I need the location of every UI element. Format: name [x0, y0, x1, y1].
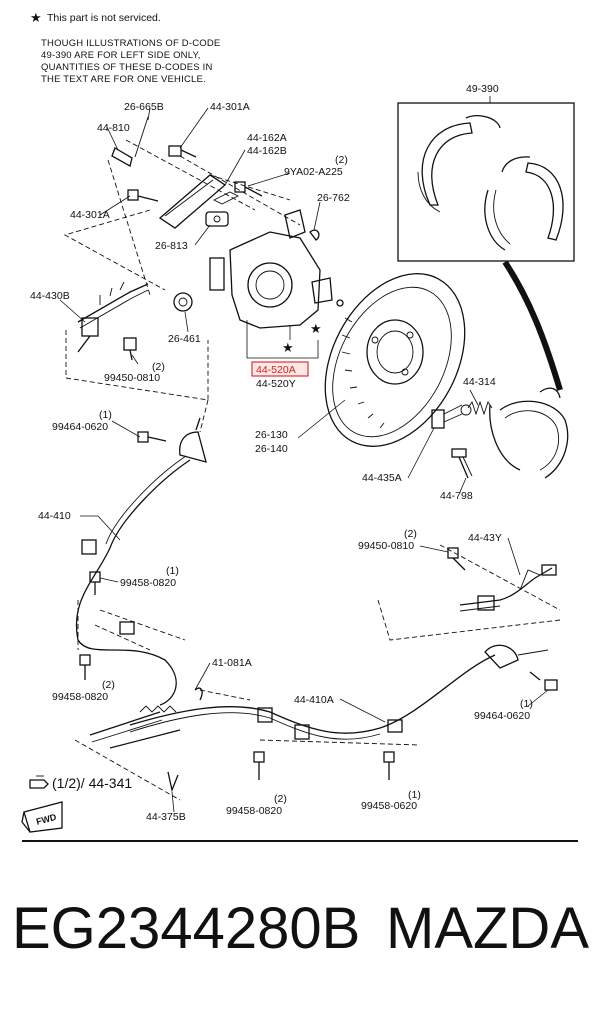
qty-99464-a: (1)	[99, 409, 112, 421]
qty-99458-d: (1)	[408, 789, 421, 801]
label-44-520A[interactable]: 44-520A	[256, 364, 296, 376]
cable-end-44-430B	[77, 281, 149, 361]
label-44-520Y[interactable]: 44-520Y	[256, 378, 296, 390]
label-26-140[interactable]: 26-140	[255, 443, 288, 455]
diagram-bottom-rule	[22, 840, 578, 842]
qty-99450-b: (2)	[404, 528, 417, 540]
backing-plate	[324, 273, 466, 447]
label-44-162A[interactable]: 44-162A	[247, 132, 287, 144]
reference-hand-icon	[29, 775, 49, 789]
qty-99458-b: (2)	[102, 679, 115, 691]
star-icon-b: ★	[310, 321, 322, 336]
part-number: EG2344280B	[12, 896, 361, 961]
star-icon-a: ★	[282, 340, 294, 355]
qty-99464-b: (1)	[520, 698, 533, 710]
highlight-box	[251, 361, 309, 377]
label-99458-0820-b[interactable]: 99458-0820	[52, 691, 108, 703]
note-line-1: THOUGH ILLUSTRATIONS OF D-CODE	[41, 38, 220, 49]
label-99464-0620-b[interactable]: 99464-0620	[474, 710, 530, 722]
qty-9ya02: (2)	[335, 154, 348, 166]
adjuster	[431, 404, 472, 429]
leader-lines	[59, 107, 549, 813]
parts-diagram: ★ This part is not serviced. THOUGH ILLU…	[21, 10, 575, 833]
label-44-375B[interactable]: 44-375B	[146, 811, 186, 823]
label-99450-0810-b[interactable]: 99450-0810	[358, 540, 414, 552]
label-99458-0620-d[interactable]: 99458-0620	[361, 800, 417, 812]
label-49-390[interactable]: 49-390	[466, 83, 499, 95]
brake-shoe-box	[397, 102, 575, 262]
bolts-top	[111, 116, 320, 241]
label-26-813[interactable]: 26-813	[155, 240, 188, 252]
label-26-461[interactable]: 26-461	[168, 333, 201, 345]
reference-link[interactable]: (1/2)/ 44-341	[52, 775, 132, 791]
brand-name: MAZDA	[386, 896, 589, 961]
fwd-label: FWD	[35, 812, 58, 827]
cable-44-43Y	[447, 547, 557, 612]
label-44-162B[interactable]: 44-162B	[247, 145, 287, 157]
not-serviced-note: This part is not serviced.	[47, 12, 161, 24]
qty-99450-a: (2)	[152, 361, 165, 373]
label-44-410[interactable]: 44-410	[38, 510, 71, 522]
label-26-665B[interactable]: 26-665B	[124, 101, 164, 113]
label-44-301A-top[interactable]: 44-301A	[210, 101, 250, 113]
label-44-435A[interactable]: 44-435A	[362, 472, 402, 484]
label-44-301A-left[interactable]: 44-301A	[70, 209, 110, 221]
note-line-3: QUANTITIES OF THESE D-CODES IN	[41, 62, 213, 73]
label-44-314[interactable]: 44-314	[463, 376, 496, 388]
label-99458-0820-a[interactable]: 99458-0820	[120, 577, 176, 589]
label-26-762[interactable]: 26-762	[317, 192, 350, 204]
bolt-44-798	[451, 448, 473, 479]
label-44-430B[interactable]: 44-430B	[30, 290, 70, 302]
label-44-810[interactable]: 44-810	[97, 122, 130, 134]
label-44-410A[interactable]: 44-410A	[294, 694, 334, 706]
label-26-130[interactable]: 26-130	[255, 429, 288, 441]
cable-44-410A	[89, 644, 558, 793]
note-line-4: THE TEXT ARE FOR ONE VEHICLE.	[41, 74, 206, 85]
label-9YA02-A225[interactable]: 9YA02-A225	[284, 166, 343, 178]
note-line-2: 49-390 ARE FOR LEFT SIDE ONLY,	[41, 50, 201, 61]
label-44-798[interactable]: 44-798	[440, 490, 473, 502]
star-icon: ★	[30, 10, 42, 25]
parking-shoe-right	[467, 387, 569, 479]
qty-99458-c: (2)	[274, 793, 287, 805]
label-99450-0810-a[interactable]: 99450-0810	[104, 372, 160, 384]
footer: EG2344280B MAZDA	[0, 895, 600, 975]
qty-99458-a: (1)	[166, 565, 179, 577]
cable-44-410	[75, 417, 207, 706]
label-99458-0820-c[interactable]: 99458-0820	[226, 805, 282, 817]
label-44-43Y[interactable]: 44-43Y	[468, 532, 502, 544]
label-41-081A[interactable]: 41-081A	[212, 657, 252, 669]
label-99464-0620-a[interactable]: 99464-0620	[52, 421, 108, 433]
fwd-arrow-icon	[21, 801, 63, 833]
